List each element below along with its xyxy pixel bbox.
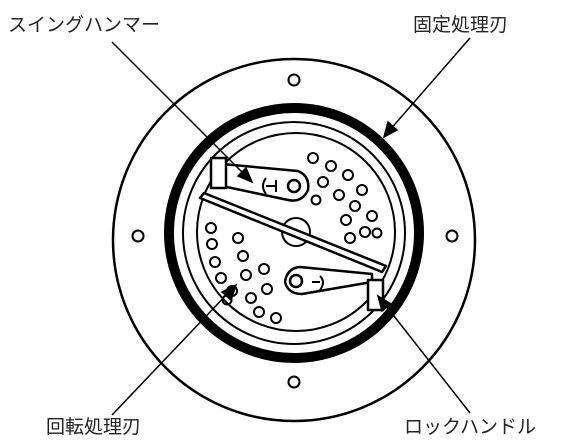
leader-lines: [111, 37, 471, 416]
rotating-disc: [196, 132, 396, 332]
leader-fixed-blade: [388, 37, 471, 132]
leader-rotating-blade: [111, 290, 231, 416]
drain-holes-lower: [205, 222, 282, 324]
label-rotating-blade: 回転処理刃: [46, 416, 142, 438]
lock-handle-bar: [198, 191, 388, 274]
bolt-hole-top: [287, 73, 301, 87]
drain-holes-upper: [307, 152, 383, 244]
bolt-hole-left: [131, 229, 145, 243]
fixed-blade-ring: [164, 103, 424, 363]
label-fixed-blade: 固定処理刃: [413, 14, 509, 36]
bolt-hole-bottom: [287, 375, 301, 389]
swing-hammer-upper: [209, 156, 310, 202]
swing-hammer-lower: [283, 265, 385, 312]
bolt-hole-right: [445, 229, 459, 243]
outer-flange: [111, 57, 477, 423]
label-lock-handle: ロックハンドル: [404, 416, 537, 438]
label-swing-hammer: スイングハンマー: [8, 14, 161, 36]
chamber-wall: [182, 121, 406, 345]
leader-lock-handle: [382, 301, 471, 414]
leader-swing-hammer: [111, 41, 247, 177]
